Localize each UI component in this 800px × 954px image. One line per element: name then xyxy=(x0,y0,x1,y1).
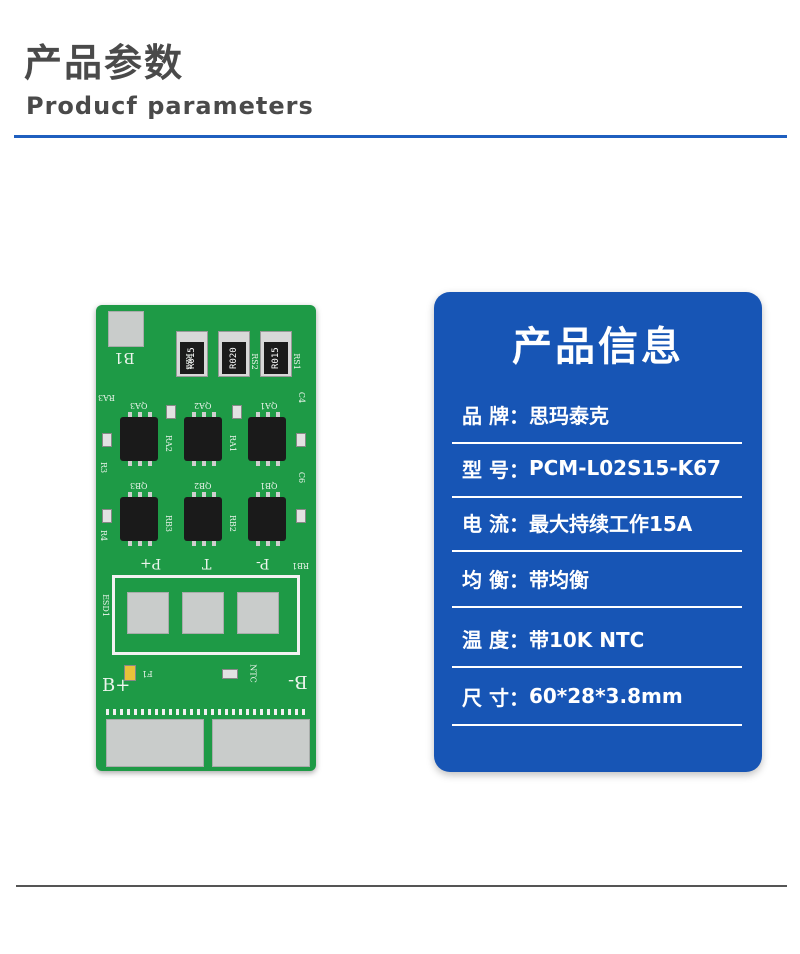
mosfet-qa2 xyxy=(184,412,222,466)
fuse-f1 xyxy=(124,665,136,681)
row-value: 带10K NTC xyxy=(528,627,645,652)
row-label: 品 牌： xyxy=(462,403,529,428)
mosfet-qb2 xyxy=(184,492,222,546)
silk-pminus: P- xyxy=(256,555,270,571)
silk-pplus: P+ xyxy=(140,555,162,571)
silk-qa3: QA3 xyxy=(130,401,148,410)
output-pad-frame xyxy=(112,575,300,655)
silk-ra2: RA2 xyxy=(163,435,173,452)
smd-component xyxy=(296,509,306,523)
mosfet-qb1 xyxy=(248,492,286,546)
product-info-card: 产品信息 品 牌： 思玛泰克 型 号： PCM-L02S15-K67 电 流： … xyxy=(434,292,762,772)
row-label: 尺 寸： xyxy=(462,685,529,710)
mosfet-qa1 xyxy=(248,412,286,466)
mosfet-qb3 xyxy=(120,492,158,546)
info-row-temperature: 温 度： 带10K NTC xyxy=(452,610,742,668)
info-row-brand: 品 牌： 思玛泰克 xyxy=(452,386,742,444)
resistor-code: R020 xyxy=(222,342,246,374)
shunt-resistor-rs3: R015 xyxy=(176,331,208,377)
silk-t: T xyxy=(202,555,212,571)
shunt-resistor-rs1: R015 xyxy=(260,331,292,377)
silk-b1: B1 xyxy=(114,349,135,367)
pplus-pad xyxy=(127,592,169,634)
silk-qb1: QB1 xyxy=(260,481,278,490)
shunt-resistor-rs2: R020 xyxy=(218,331,250,377)
silk-c6: C6 xyxy=(297,471,307,484)
row-value: 60*28*3.8mm xyxy=(528,684,683,708)
info-row-current: 电 流： 最大持续工作15A xyxy=(452,494,742,552)
row-value: 最大持续工作15A xyxy=(528,511,693,536)
top-divider xyxy=(14,135,787,138)
row-label: 温 度： xyxy=(462,627,529,652)
smd-component xyxy=(296,433,306,447)
mosfet-qa3 xyxy=(120,412,158,466)
silk-qa2: QA2 xyxy=(194,401,212,410)
silk-ntc: NTC xyxy=(248,664,258,683)
page-title: 产品参数 xyxy=(24,41,185,85)
silk-qa1: QA1 xyxy=(260,401,278,410)
ntc-thermistor xyxy=(222,669,238,679)
b1-pad xyxy=(108,311,144,347)
silk-r4: R4 xyxy=(99,529,109,542)
silk-bplus: B+ xyxy=(102,675,131,696)
resistor-code: R015 xyxy=(264,342,288,374)
smd-component xyxy=(102,433,112,447)
smd-component xyxy=(232,405,242,419)
row-value: 思玛泰克 xyxy=(528,403,609,428)
silk-rb1: RB1 xyxy=(292,561,309,570)
t-pad xyxy=(182,592,224,634)
silk-ra1: RA1 xyxy=(227,435,237,452)
silk-r3: R3 xyxy=(99,461,109,474)
smd-component xyxy=(166,405,176,419)
silk-rb2: RB2 xyxy=(228,515,237,532)
info-row-model: 型 号： PCM-L02S15-K67 xyxy=(452,440,742,498)
silk-esd1: ESD1 xyxy=(100,594,110,617)
silk-ra3: RA3 xyxy=(98,393,115,402)
silk-rb3: RB3 xyxy=(164,515,173,532)
row-label: 均 衡： xyxy=(462,567,529,592)
row-value: 带均衡 xyxy=(528,567,589,592)
silk-rs3: RS3 xyxy=(183,353,193,370)
page-subtitle: Producf parameters xyxy=(26,92,314,120)
silk-bminus: B- xyxy=(288,671,308,692)
row-label: 电 流： xyxy=(462,511,529,536)
bplus-pad xyxy=(106,719,204,767)
card-title: 产品信息 xyxy=(512,324,684,370)
silk-f1: F1 xyxy=(142,669,153,678)
pminus-pad xyxy=(237,592,279,634)
row-value: PCM-L02S15-K67 xyxy=(528,456,721,480)
info-row-size: 尺 寸： 60*28*3.8mm xyxy=(452,668,742,726)
silk-qb2: QB2 xyxy=(194,481,212,490)
silk-qb3: QB3 xyxy=(130,481,148,490)
bminus-pad xyxy=(212,719,310,767)
silk-rs2: RS2 xyxy=(249,353,259,370)
pcb-product-image: B1 R015 R020 R015 RS3 RS2 RS1 RA3 QA3 QA… xyxy=(96,305,316,771)
info-row-balance: 均 衡： 带均衡 xyxy=(452,550,742,608)
silk-rs1: RS1 xyxy=(291,353,301,370)
smd-component xyxy=(102,509,112,523)
bottom-divider xyxy=(16,885,787,887)
row-label: 型 号： xyxy=(462,457,529,482)
test-point-strip xyxy=(106,709,306,715)
silk-c4: C4 xyxy=(297,391,307,404)
